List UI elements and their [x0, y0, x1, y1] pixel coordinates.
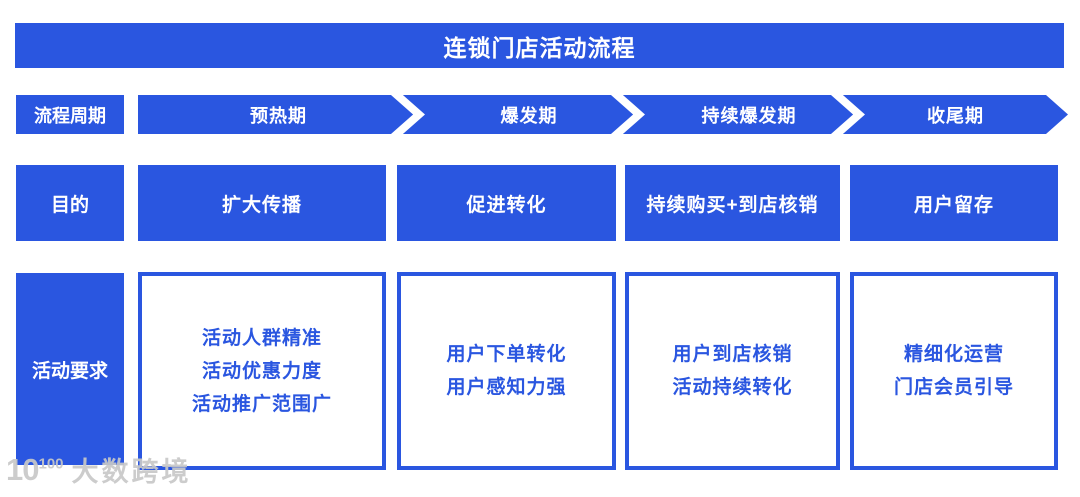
requirement-line: 门店会员引导: [893, 377, 1014, 398]
purpose-box-expand-spread: 扩大传播: [138, 165, 386, 241]
requirement-row-label: 活动要求: [16, 273, 124, 465]
brand-name: 大数跨境: [71, 457, 192, 487]
phase-segment-preheat: 预热期: [250, 105, 307, 126]
phase-row-label: 流程周期: [16, 95, 124, 134]
requirement-line: 用户到店核销: [672, 344, 793, 365]
phase-segment-wrapup: 收尾期: [927, 105, 984, 126]
requirement-box-preheat: 活动人群精准 活动优惠力度 活动推广范围广: [138, 272, 386, 470]
requirement-line: 精细化运营: [903, 344, 1004, 365]
purpose-box-promote-conversion: 促进转化: [397, 165, 616, 241]
requirement-box-wrapup: 精细化运营 门店会员引导: [850, 272, 1058, 470]
requirement-line: 活动推广范围广: [191, 393, 332, 415]
purpose-row-label: 目的: [16, 165, 124, 241]
requirement-line: 活动持续转化: [672, 377, 793, 398]
phase-segment-sustained-burst: 持续爆发期: [701, 105, 797, 126]
phase-segment-burst: 爆发期: [500, 105, 558, 126]
watermark: 10100 大数跨境: [6, 450, 192, 489]
requirement-box-sustained-burst: 用户到店核销 活动持续转化: [625, 272, 840, 470]
phase-arrow-band: 预热期 爆发期 持续爆发期 收尾期: [138, 95, 1068, 134]
purpose-box-continuous-purchase: 持续购买+到店核销: [625, 165, 840, 241]
page-title: 连锁门店活动流程: [443, 34, 636, 61]
requirement-line: 活动人群精准: [201, 327, 322, 349]
phase-labels: 预热期 爆发期 持续爆发期 收尾期: [138, 95, 1068, 134]
requirement-line: 用户下单转化: [446, 344, 567, 365]
brand-logo-icon: 10100: [6, 451, 64, 487]
requirement-box-burst: 用户下单转化 用户感知力强: [397, 272, 616, 470]
requirement-row: 活动要求 活动人群精准 活动优惠力度 活动推广范围广 用户下单转化 用户感知力强…: [0, 272, 1080, 470]
purpose-row: 目的 扩大传播 促进转化 持续购买+到店核销 用户留存: [0, 165, 1080, 241]
phase-row: 流程周期 预热期 爆发期 持续爆发期 收尾期: [0, 95, 1080, 134]
title-bar: 连锁门店活动流程: [15, 23, 1064, 68]
requirement-line: 活动优惠力度: [201, 360, 322, 382]
requirement-line: 用户感知力强: [446, 377, 567, 398]
purpose-box-user-retention: 用户留存: [850, 165, 1058, 241]
